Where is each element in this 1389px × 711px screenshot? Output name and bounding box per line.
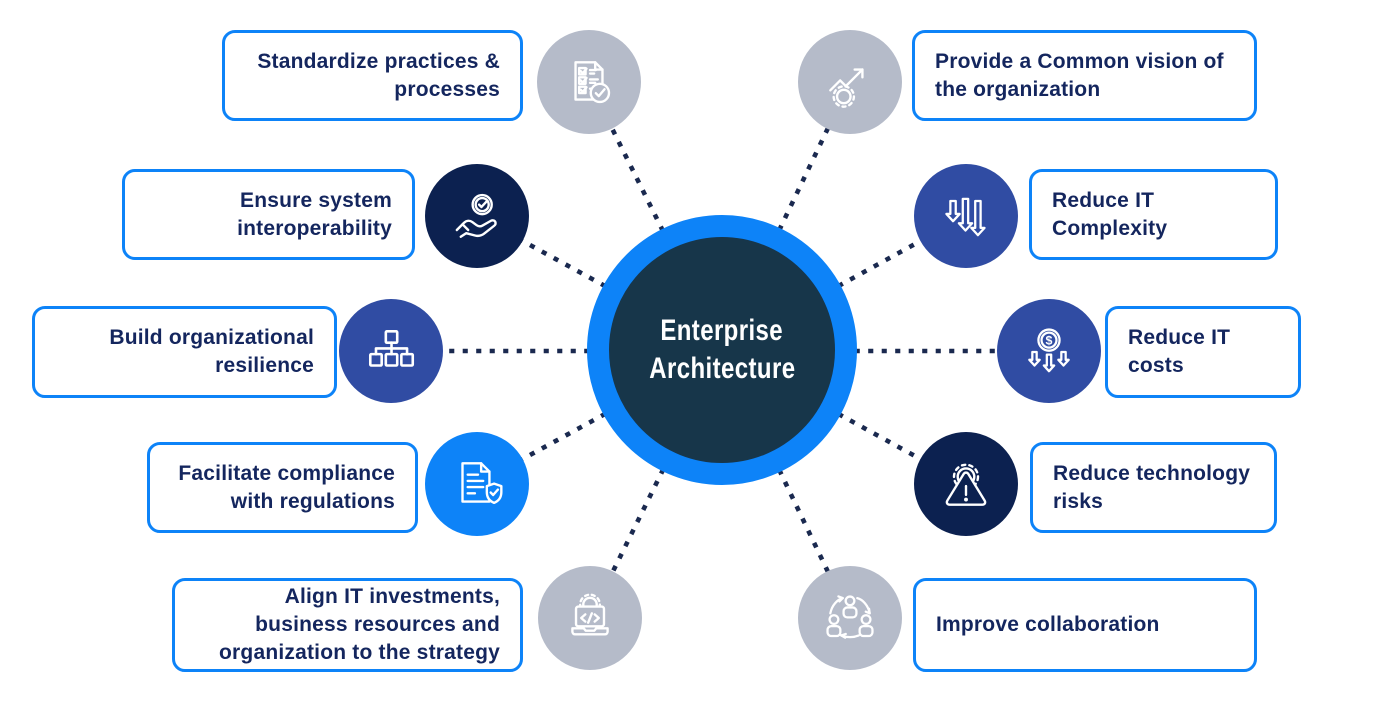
label-text: Standardize practices & processes [257,49,500,101]
center-node: Enterprise Architecture [587,215,857,485]
checklist-check-icon [537,30,641,134]
people-cycle-icon [798,566,902,670]
center-title-line1: Enterprise [660,314,784,347]
label-text: Reduce IT costs [1128,326,1231,377]
laptop-code-icon [538,566,642,670]
dollar-down-arrows-icon: $ [997,299,1101,403]
label-box-common-vision: Provide a Common vision of the organizat… [912,30,1257,121]
label-box-standardize-practices: Standardize practices & processes [222,30,523,121]
label-text: Improve collaboration [936,613,1160,636]
label-text: Facilitate compliance with regulations [178,461,395,513]
label-box-reduce-it-complexity: Reduce IT Complexity [1029,169,1278,260]
label-text: Build organizational resilience [109,326,314,377]
label-text: Align IT investments, business resources… [219,585,500,664]
gear-warning-icon [914,432,1018,536]
label-box-organizational-resilience: Build organizational resilience [32,306,337,398]
center-title-line2: Architecture [648,352,796,385]
label-text: Reduce IT Complexity [1052,188,1168,240]
connector-line [718,346,854,622]
down-arrows-icon [914,164,1018,268]
label-box-compliance-regulations: Facilitate compliance with regulations [147,442,418,533]
label-box-system-interoperability: Ensure system interoperability [122,169,415,260]
label-box-reduce-it-costs: Reduce IT costs [1105,306,1301,398]
hand-check-icon [425,164,529,268]
connector-line [718,78,854,354]
label-text: Ensure system interoperability [237,188,392,240]
document-shield-icon [425,432,529,536]
connector-line [586,346,726,622]
label-text: Provide a Common vision of the organizat… [935,49,1224,101]
label-box-improve-collaboration: Improve collaboration [913,578,1257,672]
growth-arrow-gear-icon [798,30,902,134]
svg-text:$: $ [1046,334,1053,348]
label-box-reduce-technology-risks: Reduce technology risks [1030,442,1277,533]
connector-line [585,78,726,354]
label-text: Reduce technology risks [1053,461,1251,513]
label-box-align-it-investments: Align IT investments, business resources… [172,578,523,672]
org-chart-icon [339,299,443,403]
